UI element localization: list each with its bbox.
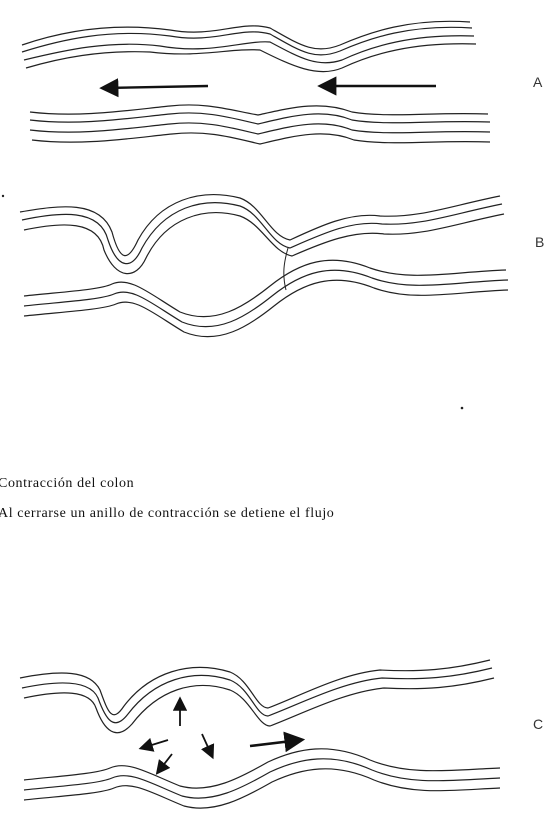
panel-a-drawing: [22, 21, 490, 144]
stray-mark: [2, 195, 4, 197]
mix-arrow-forward: [250, 740, 300, 746]
panel-c-lower-wall: [24, 749, 500, 808]
panel-c-upper-wall: [20, 660, 494, 733]
panel-b-lower-wall: [24, 260, 508, 336]
panel-b-label: B: [535, 234, 544, 250]
panel-a-lower-wall: [30, 105, 490, 144]
panel-c-mixing-arrows: [142, 700, 300, 772]
stray-mark: [461, 407, 464, 410]
panel-c-drawing: [20, 660, 500, 808]
panel-c-label: C: [533, 716, 543, 732]
panel-b-drawing: [20, 195, 508, 337]
mix-arrow-down-right: [202, 734, 212, 756]
caption-line-2: Al cerrarse un anillo de contracción se …: [0, 506, 334, 522]
panel-a-upper-wall: [22, 21, 476, 71]
mix-arrow-left: [142, 740, 168, 748]
flow-arrow-left: [104, 86, 208, 88]
caption-line-1: Contracción del colon: [0, 476, 134, 492]
panel-b-upper-wall: [20, 195, 504, 274]
panel-a-flow-arrows: [104, 86, 436, 88]
mix-arrow-down-left: [158, 754, 172, 772]
panel-a-label: A: [533, 74, 542, 90]
